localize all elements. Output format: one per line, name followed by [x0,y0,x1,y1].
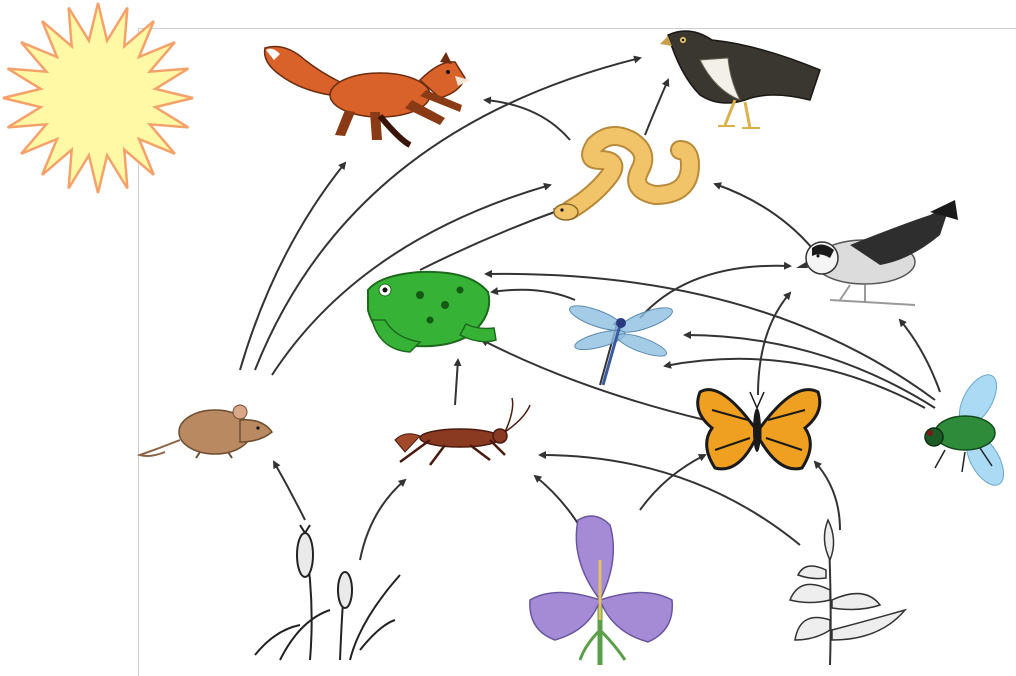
wheat-icon [255,525,400,660]
hawk-icon [660,31,820,128]
arrow-snake-to-fox [485,100,570,140]
arrow-fly-to-bird [900,320,940,392]
mouse-icon [140,405,272,458]
herb-plant-icon [790,520,905,665]
arrow-mouse-to-fox [240,163,345,370]
sun-icon [3,3,193,193]
arrow-frog-to-snake [420,210,560,270]
arrow-dragonfly-to-frog [492,290,575,300]
arrow-bird-to-snake [715,184,812,248]
cricket-icon [395,398,530,465]
arrow-snake-to-hawk [645,80,668,135]
fox-icon [265,47,470,146]
butterfly-icon [698,390,820,469]
arrow-cricket-to-frog [455,360,458,405]
arrow-wheat-to-cricket [360,480,405,560]
bird-icon [796,200,958,305]
iris-flower-icon [530,516,672,665]
dragonfly-icon [567,301,675,385]
snake-icon [554,136,690,220]
frog-icon [368,272,496,352]
arrow-wheat-to-mouse [274,462,305,520]
arrow-butterfly-to-frog [482,340,705,420]
